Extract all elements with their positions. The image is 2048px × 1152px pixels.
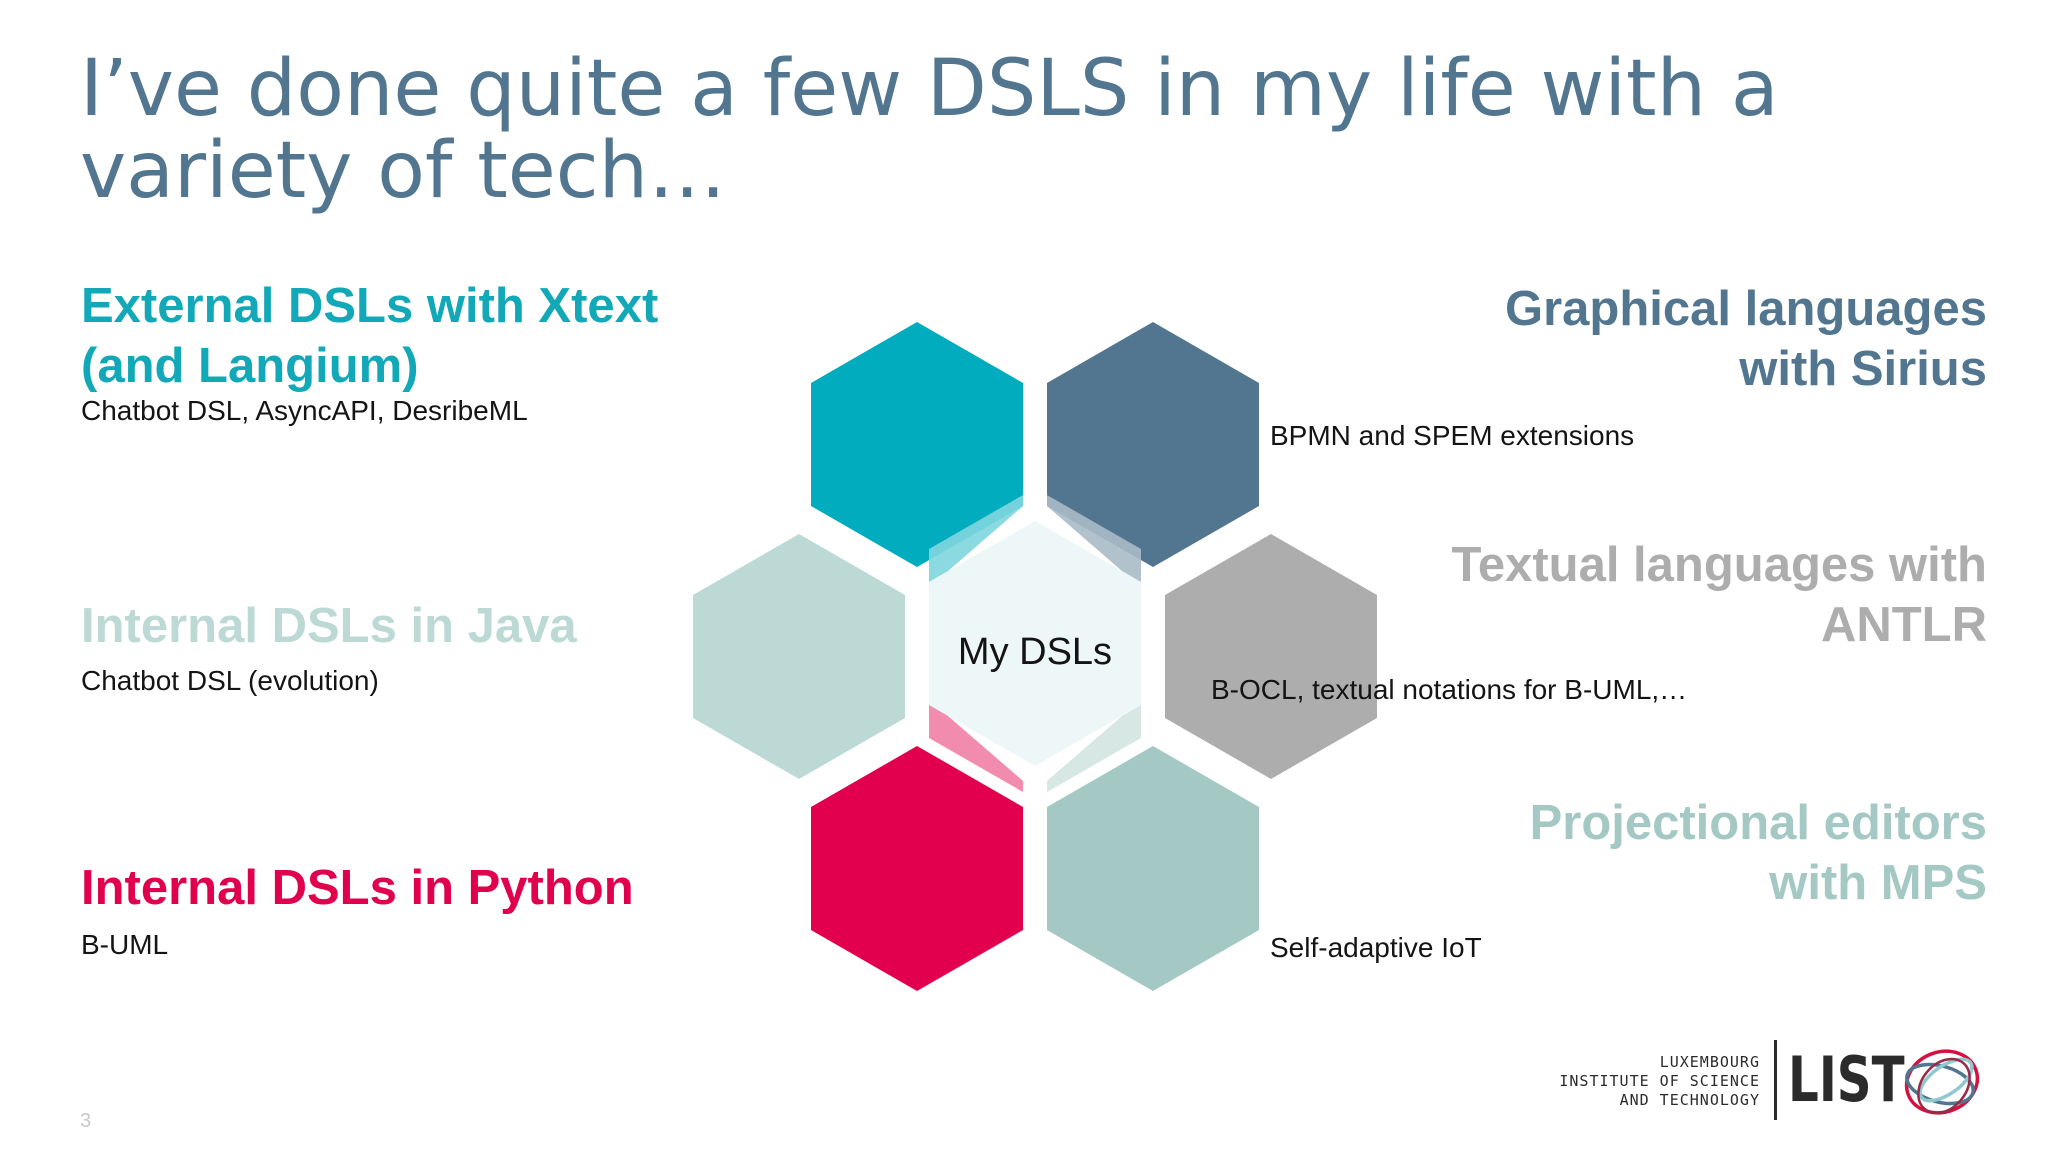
diagram-center-label: My DSLs [958, 631, 1112, 673]
antlr-description: B-OCL, textual notations for B-UML,… [1211, 674, 1688, 705]
antlr-block: Textual languages with ANTLR B-OCL, text… [1211, 535, 1987, 707]
logo-line-1: LUXEMBOURG [1659, 1053, 1760, 1071]
hexagon-bottom-right [1047, 746, 1259, 991]
hexagon-group [693, 322, 1377, 991]
hexagon-top-right [1047, 322, 1259, 567]
list-globe-logo-icon [1904, 1049, 1980, 1115]
java-block: Internal DSLs in Java Chatbot DSL (evolu… [81, 596, 761, 698]
logo-divider [1774, 1040, 1777, 1120]
logo-line-2: INSTITUTE OF SCIENCE [1559, 1072, 1760, 1090]
logo-wordmark: LIST [1788, 1043, 1905, 1116]
java-heading: Internal DSLs in Java [81, 599, 577, 653]
python-heading: Internal DSLs in Python [81, 861, 634, 915]
slide-title: I’ve done quite a few DSLS in my life wi… [80, 44, 1779, 216]
hexagon-overlap-top-right [1047, 495, 1141, 582]
sirius-heading: Graphical languages with Sirius [1505, 282, 1987, 396]
page-number: 3 [80, 1110, 92, 1132]
xtext-description: Chatbot DSL, AsyncAPI, DesribeML [81, 395, 528, 426]
python-description: B-UML [81, 929, 169, 960]
hexagon-center [929, 521, 1141, 766]
hexagon-overlap-bottom-right [1047, 705, 1141, 792]
sirius-description: BPMN and SPEM extensions [1270, 420, 1635, 451]
mps-block: Projectional editors with MPS Self-adapt… [1270, 793, 1987, 965]
logo-line-3: AND TECHNOLOGY [1619, 1091, 1760, 1109]
logo-institute-name: LUXEMBOURG INSTITUTE OF SCIENCE AND TECH… [1559, 1053, 1760, 1110]
sirius-block: Graphical languages with Sirius BPMN and… [1270, 279, 1987, 453]
mps-heading: Projectional editors with MPS [1529, 796, 1987, 910]
hexagon-overlap-bottom-left [929, 705, 1023, 792]
hexagon-bottom-left [811, 746, 1023, 991]
hexagon-overlap-top-left [929, 495, 1023, 582]
antlr-heading: Textual languages with ANTLR [1451, 538, 1987, 652]
mps-description: Self-adaptive IoT [1270, 932, 1482, 963]
xtext-block: External DSLs with Xtext (and Langium) C… [81, 276, 761, 428]
java-description: Chatbot DSL (evolution) [81, 665, 379, 696]
xtext-heading: External DSLs with Xtext (and Langium) [81, 279, 659, 393]
hexagon-top-left [811, 322, 1023, 567]
hexagon-right [1165, 534, 1377, 779]
hexagon-left [693, 534, 905, 779]
python-block: Internal DSLs in Python B-UML [81, 858, 781, 962]
list-logo: LUXEMBOURG INSTITUTE OF SCIENCE AND TECH… [1559, 1040, 1990, 1130]
